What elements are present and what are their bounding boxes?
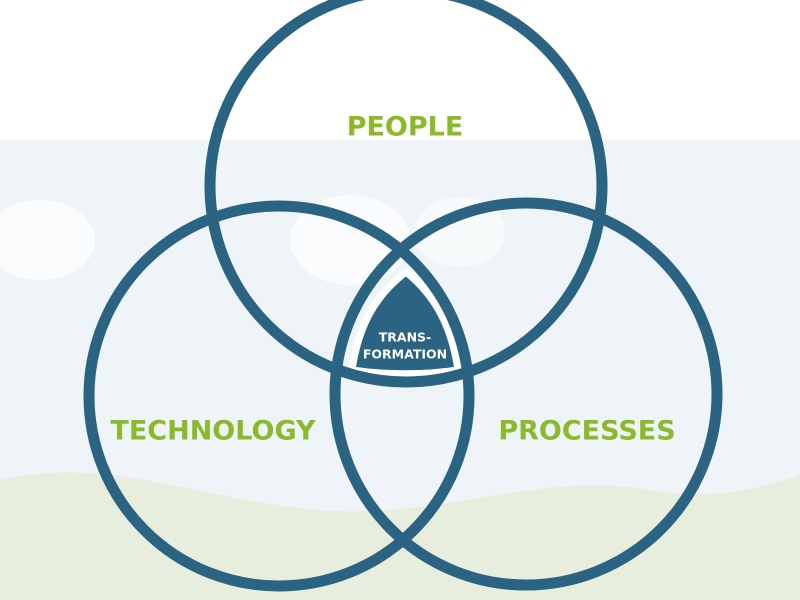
people-label: PEOPLE	[347, 112, 464, 143]
technology-label: TECHNOLOGY	[110, 416, 316, 447]
background-hills-front	[0, 516, 800, 600]
transformation-label-line1: TRANS-	[379, 330, 431, 345]
processes-label: PROCESSES	[498, 416, 675, 447]
background-cloud-right	[415, 197, 505, 267]
transformation-intersection	[348, 268, 462, 378]
people-circle	[204, 0, 608, 388]
processes-circle	[329, 197, 723, 591]
technology-circle	[83, 200, 475, 592]
background-cloud-left	[0, 200, 95, 280]
transformation-label-line2: FORMATION	[363, 347, 447, 362]
